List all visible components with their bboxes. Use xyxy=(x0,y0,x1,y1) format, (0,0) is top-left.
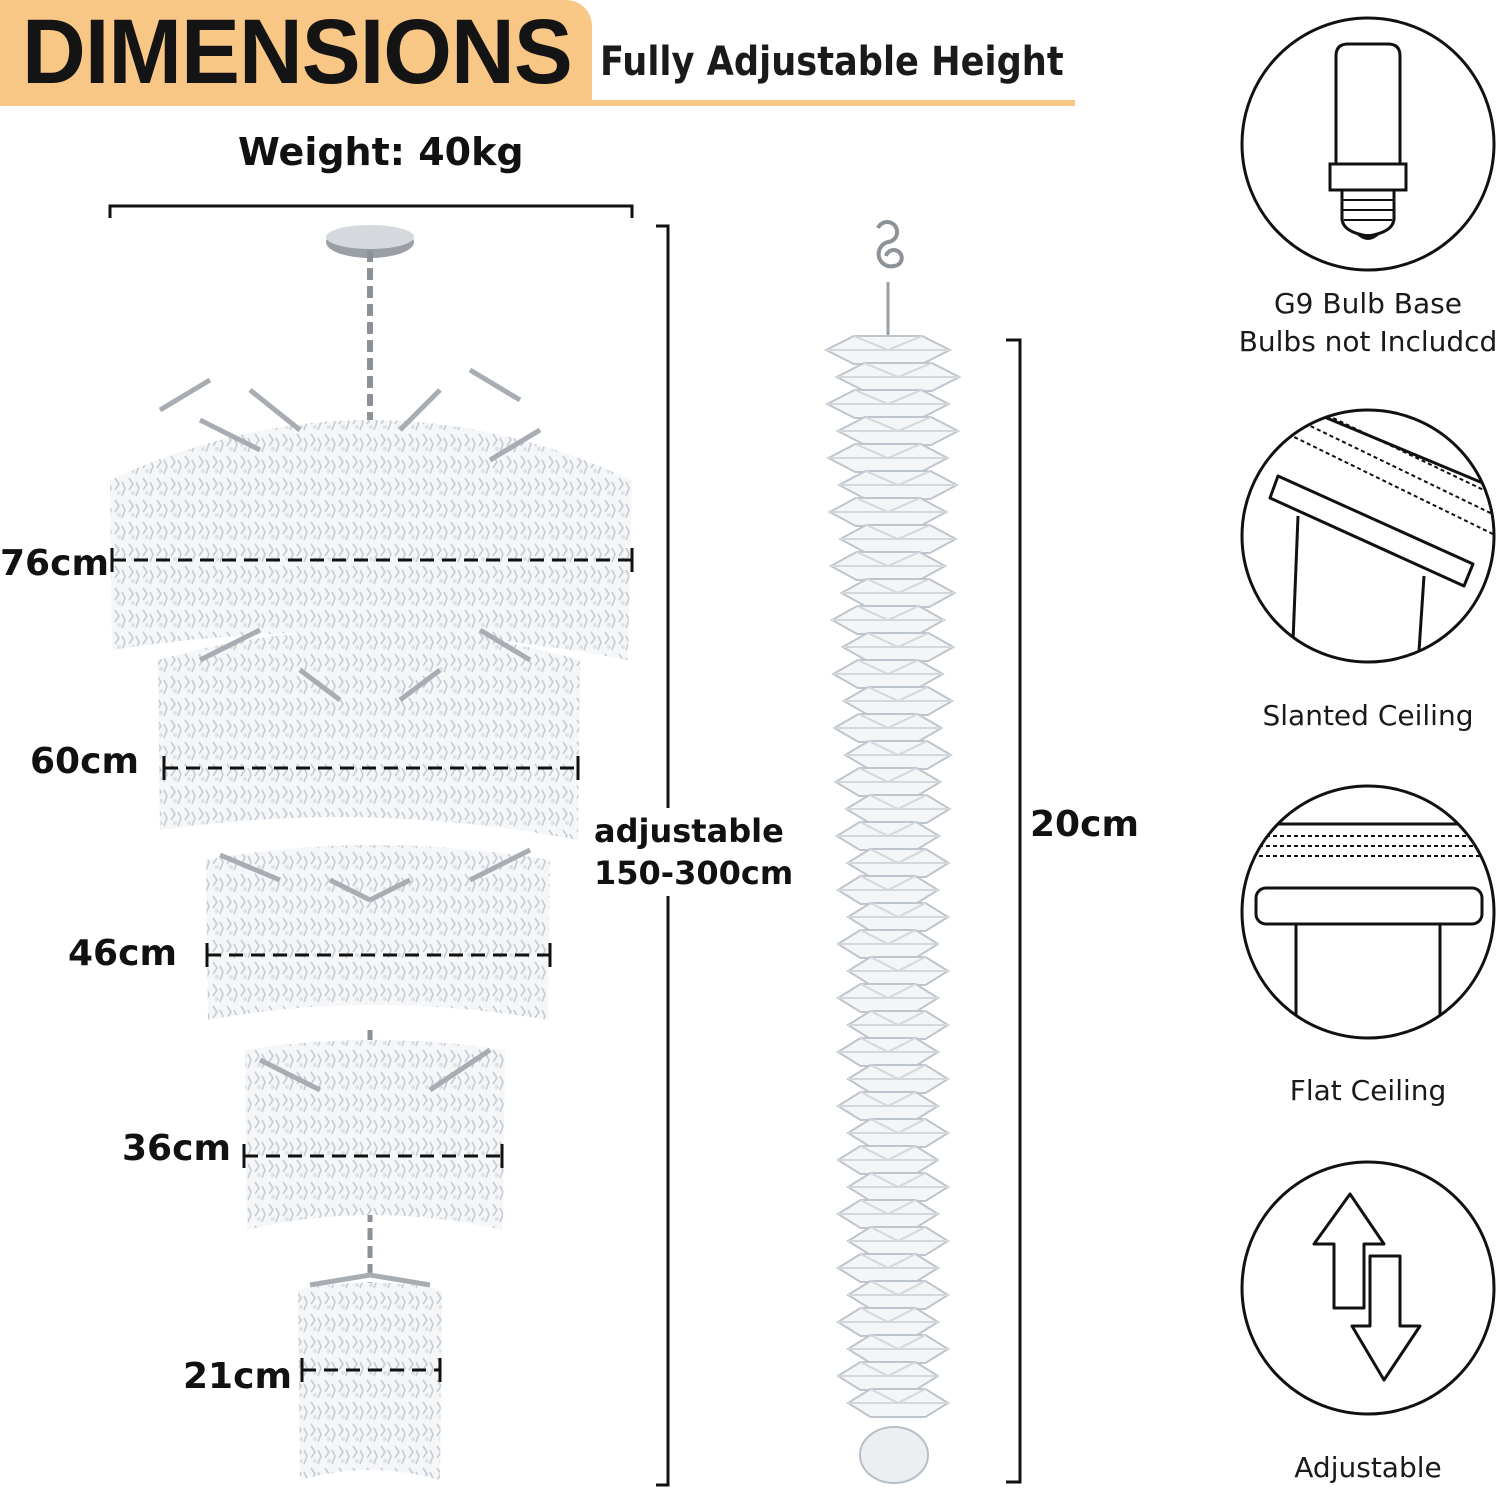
tier-label-76: 76cm xyxy=(0,543,109,584)
crystal-bead-facet xyxy=(834,713,942,730)
crystal-bead-facet xyxy=(845,740,951,757)
page-subtitle: Fully Adjustable Height xyxy=(600,39,1064,85)
strand-length-label: 20cm xyxy=(1030,804,1139,845)
width-bracket xyxy=(108,204,634,218)
crystal-bead-facet xyxy=(841,578,955,595)
crystal-bead-facet xyxy=(848,1334,948,1351)
crystal-bead-facet xyxy=(838,875,938,892)
crystal-bead-facet xyxy=(843,686,953,703)
crystal-beads xyxy=(823,335,962,1418)
crystal-bead-facet xyxy=(848,1172,948,1189)
crystal-bead-facet xyxy=(848,1010,948,1027)
flat-ceiling-icon xyxy=(1240,784,1496,1040)
tier-label-60: 60cm xyxy=(30,741,139,782)
crystal-bead-facet xyxy=(838,983,938,1000)
crystal-bead-facet xyxy=(829,497,947,514)
crystal-bead-facet xyxy=(848,1064,948,1081)
crystal-bead-facet xyxy=(836,821,940,838)
crystal-bead-facet xyxy=(827,389,949,406)
g9-bulb-icon xyxy=(1240,16,1496,272)
adjustable-arrows-icon xyxy=(1240,1160,1496,1416)
header-underline xyxy=(0,100,1075,106)
crystal-bead-facet xyxy=(830,551,946,568)
crystal-bead-facet xyxy=(828,443,948,460)
crystal-bead-facet xyxy=(835,767,941,784)
page-title: DIMENSIONS xyxy=(22,1,573,103)
tier-label-21: 21cm xyxy=(183,1356,292,1397)
crystal-bead-facet xyxy=(848,1388,948,1405)
crystal-bead-facet xyxy=(838,929,938,946)
crystal-bead-facet xyxy=(838,1361,938,1378)
crystal-bead-facet xyxy=(837,416,959,433)
tier-label-46: 46cm xyxy=(68,933,177,974)
crystal-bead-facet xyxy=(847,848,949,865)
strand-length-bracket xyxy=(1006,338,1022,1484)
crystal-bead-facet xyxy=(839,470,957,487)
weight-label: Weight: 40kg xyxy=(238,130,524,174)
crystal-bead-facet xyxy=(848,956,948,973)
height-label-line2: 150-300cm xyxy=(594,854,794,892)
height-label: adjustable 150-300cm xyxy=(592,808,796,896)
crystal-bead-facet xyxy=(840,524,956,541)
crystal-bead-facet xyxy=(833,659,943,676)
caption-g9-bulb: G9 Bulb Base Bulbs not Includcd xyxy=(1218,285,1500,361)
crystal-bead-facet xyxy=(826,335,950,352)
header-banner xyxy=(0,0,592,104)
crystal-bead-facet xyxy=(848,902,948,919)
crystal-bead-facet xyxy=(832,605,944,622)
crystal-bead-facet xyxy=(836,362,960,379)
caption-flat-ceiling: Flat Ceiling xyxy=(1289,1074,1447,1107)
crystal-bead-facet xyxy=(838,1199,938,1216)
crystal-bead-facet xyxy=(842,632,954,649)
crystal-strand-illustration xyxy=(823,220,1022,1484)
slanted-ceiling-icon xyxy=(1240,408,1496,664)
crystal-bead-facet xyxy=(848,1226,948,1243)
caption-slanted-ceiling: Slanted Ceiling xyxy=(1262,699,1474,732)
caption-g9-line2: Bulbs not Includcd xyxy=(1238,325,1498,358)
crystal-bead-facet xyxy=(846,794,950,811)
chandelier-illustration xyxy=(108,204,670,1487)
height-label-line1: adjustable xyxy=(594,812,784,850)
crystal-bead-facet xyxy=(848,1118,948,1135)
crystal-bead-facet xyxy=(838,1145,938,1162)
crystal-bead-facet xyxy=(838,1037,938,1054)
tier-label-36: 36cm xyxy=(122,1128,231,1169)
caption-g9-line1: G9 Bulb Base xyxy=(1273,287,1462,320)
crystal-bead-facet xyxy=(838,1307,938,1324)
crystal-bead-facet xyxy=(838,1091,938,1108)
crystal-bead-facet xyxy=(838,1253,938,1270)
caption-adjustable: Adjustable xyxy=(1294,1451,1442,1484)
crystal-bead-facet xyxy=(848,1280,948,1297)
